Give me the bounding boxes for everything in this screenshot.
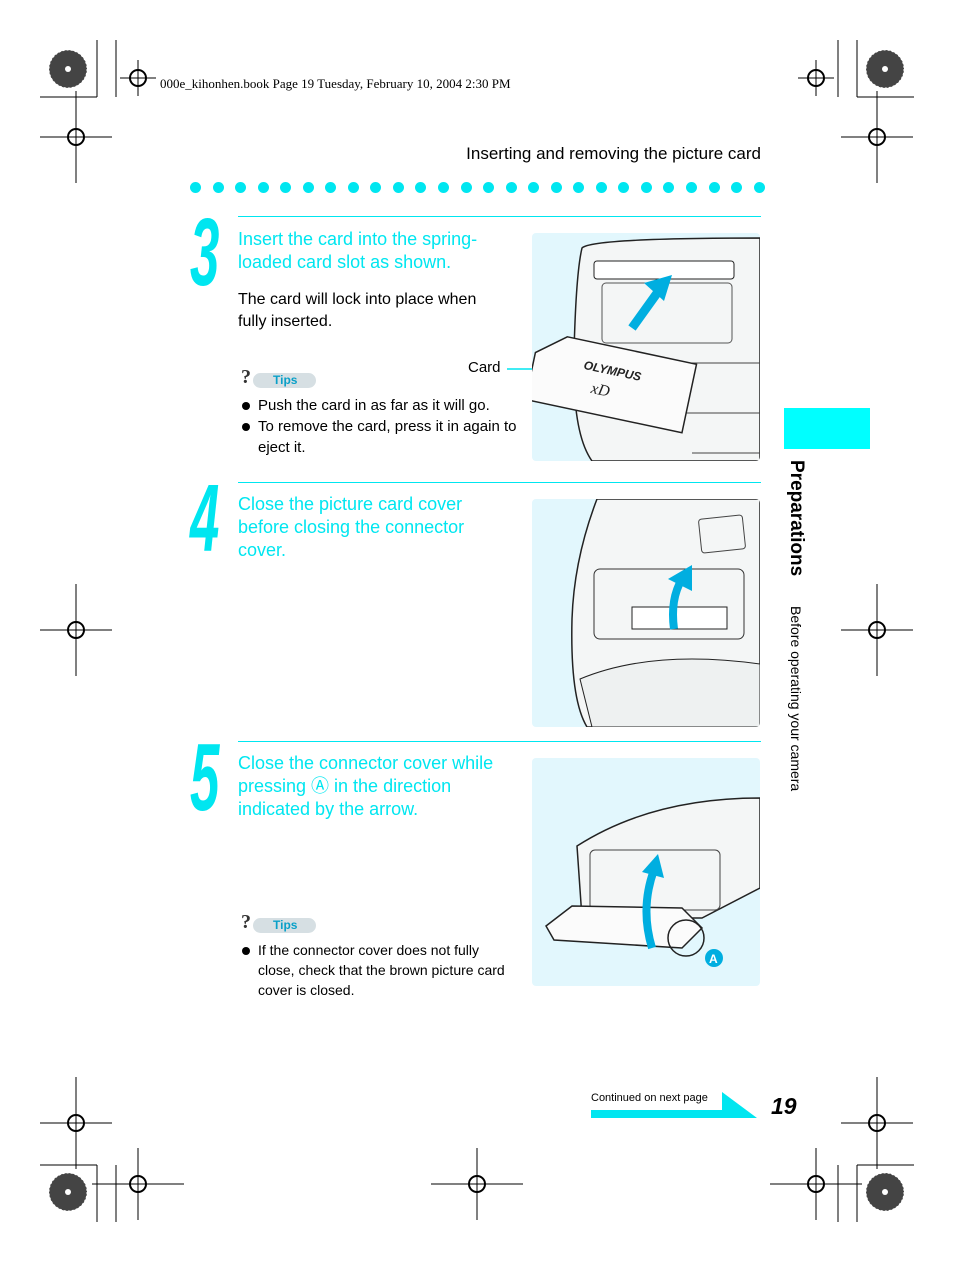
- step-4-number: 4: [190, 465, 219, 572]
- tips-label: Tips: [273, 918, 298, 932]
- tips-label: Tips: [273, 373, 298, 387]
- section-tab: [784, 408, 870, 449]
- step-4-illustration: [532, 499, 760, 727]
- print-header: 000e_kihonhen.book Page 19 Tuesday, Febr…: [160, 76, 511, 91]
- list-item: Push the card in as far as it will go.: [241, 395, 521, 416]
- step-5-rule: [238, 741, 761, 742]
- step-3-rule: [238, 216, 761, 217]
- tips-badge: ? Tips: [241, 911, 321, 937]
- question-icon: ?: [241, 911, 251, 933]
- list-item: To remove the card, press it in again to…: [241, 416, 521, 458]
- step-5-number: 5: [190, 724, 219, 831]
- starburst-target-icon: [48, 49, 905, 1212]
- arrow-icon: [642, 854, 664, 950]
- card-callout-label: Card: [468, 359, 501, 376]
- step-3-title: Insert the card into the spring-loaded c…: [238, 229, 478, 272]
- step-4-title: Close the picture card cover before clos…: [238, 494, 465, 560]
- continued-text: Continued on next page: [591, 1092, 708, 1104]
- step-3-body: The card will lock into place when fully…: [238, 291, 477, 330]
- step-3-number: 3: [190, 199, 219, 306]
- marker-a-icon: [705, 949, 723, 967]
- tips-badge: ? Tips: [241, 366, 321, 392]
- arrow-icon: [668, 565, 692, 630]
- page-number: 19: [771, 1093, 797, 1119]
- step-3-illustration: OLYMPUS xD: [532, 233, 760, 461]
- arrow-icon: [628, 275, 672, 331]
- section-title: Preparations: [786, 460, 807, 577]
- question-icon: ?: [241, 366, 251, 388]
- marker-a-label: A: [709, 952, 718, 966]
- registration-mark-icon: [40, 60, 913, 1220]
- step-3-tips-list: Push the card in as far as it will go. T…: [241, 395, 521, 458]
- list-item: If the connector cover does not fully cl…: [241, 940, 511, 1000]
- running-title: Inserting and removing the picture card: [466, 144, 761, 163]
- card-logo: xD: [588, 380, 611, 401]
- dot-divider: [190, 180, 765, 194]
- subsection-title: Before operating your camera: [788, 606, 804, 792]
- step-5-title: Close the connector cover while pressing…: [238, 753, 494, 819]
- step-5-tips-list: If the connector cover does not fully cl…: [241, 940, 511, 1000]
- step-5-illustration: A: [532, 758, 760, 986]
- step-4-rule: [238, 482, 761, 483]
